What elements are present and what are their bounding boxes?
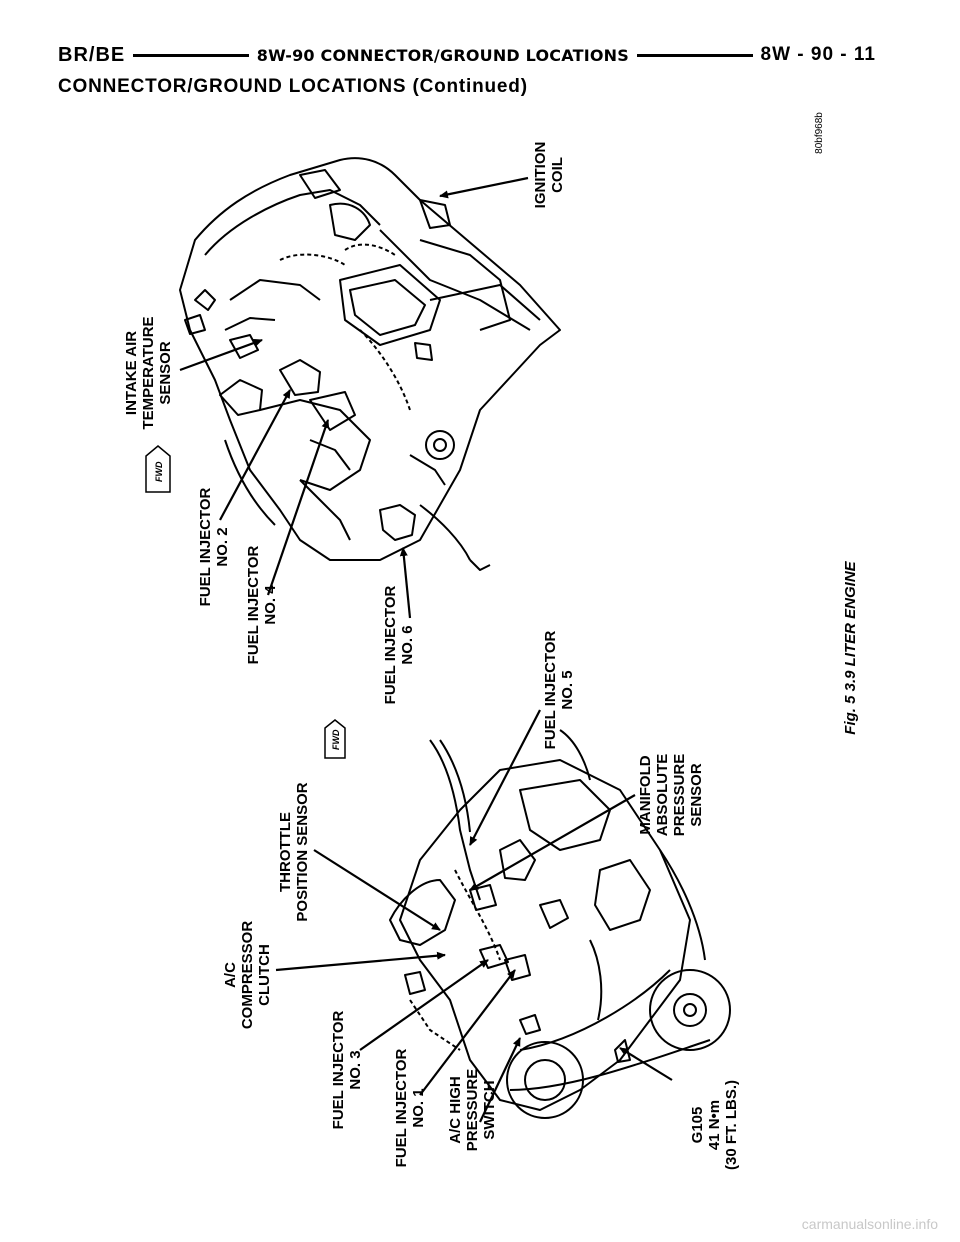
label-fuel-injector-3: FUEL INJECTOR NO. 3 (330, 1011, 364, 1130)
svg-text:THROTTLE: THROTTLE (277, 812, 294, 892)
svg-text:FWD: FWD (154, 461, 164, 482)
svg-text:COIL: COIL (549, 157, 566, 193)
section-title: 8W-90 CONNECTOR/GROUND LOCATIONS (256, 45, 629, 65)
svg-text:FUEL INJECTOR: FUEL INJECTOR (330, 1011, 347, 1130)
svg-text:NO. 4: NO. 4 (262, 585, 279, 625)
label-g105-ground: G105 41 N•m (30 FT. LBS.) (689, 1080, 740, 1170)
svg-text:PRESSURE: PRESSURE (464, 1069, 481, 1152)
svg-text:NO. 6: NO. 6 (399, 625, 416, 664)
page-header: BR/BE 8W-90 CONNECTOR/GROUND LOCATIONS 8… (58, 40, 876, 70)
page-subtitle: CONNECTOR/GROUND LOCATIONS (Continued) (58, 76, 528, 97)
label-fuel-injector-6: FUEL INJECTOR NO. 6 (382, 586, 416, 705)
svg-text:G105: G105 (689, 1107, 706, 1144)
svg-text:SENSOR: SENSOR (688, 763, 705, 827)
label-throttle-position-sensor: THROTTLE POSITION SENSOR (277, 782, 311, 921)
svg-text:MANIFOLD: MANIFOLD (637, 755, 654, 834)
svg-text:ABSOLUTE: ABSOLUTE (654, 754, 671, 837)
page-number: 8W - 90 - 11 (760, 44, 876, 65)
label-fuel-injector-4: FUEL INJECTOR NO. 4 (245, 546, 279, 665)
svg-text:CLUTCH: CLUTCH (256, 944, 273, 1006)
svg-text:TEMPERATURE: TEMPERATURE (140, 316, 157, 429)
svg-text:PRESSURE: PRESSURE (671, 754, 688, 837)
label-ac-compressor-clutch: A/C COMPRESSOR CLUTCH (222, 921, 273, 1030)
header-rule-right (636, 53, 753, 57)
svg-text:FUEL INJECTOR: FUEL INJECTOR (382, 586, 399, 705)
svg-text:POSITION SENSOR: POSITION SENSOR (294, 782, 311, 921)
header-rule-left (133, 53, 249, 57)
label-map-sensor: MANIFOLD ABSOLUTE PRESSURE SENSOR (637, 754, 705, 837)
svg-text:41 N•m: 41 N•m (706, 1100, 723, 1150)
svg-text:NO. 5: NO. 5 (559, 670, 576, 709)
figure-code: 80bf968b (814, 112, 825, 154)
svg-text:FUEL INJECTOR: FUEL INJECTOR (197, 488, 214, 607)
svg-text:NO. 2: NO. 2 (214, 527, 231, 566)
upper-engine-drawing (179, 157, 561, 571)
watermark: carmanualsonline.info (801, 1216, 938, 1232)
label-fuel-injector-5: FUEL INJECTOR NO. 5 (542, 631, 576, 750)
fwd-badge-lower: FWD (324, 719, 346, 759)
fwd-badge-upper: FWD (145, 445, 171, 493)
svg-text:A/C HIGH: A/C HIGH (447, 1076, 464, 1144)
label-ignition-coil: IGNITION COIL (532, 142, 566, 209)
svg-text:IGNITION: IGNITION (532, 142, 549, 209)
model-code: BR/BE (58, 43, 126, 66)
lower-engine-drawing (389, 729, 731, 1119)
svg-text:NO. 3: NO. 3 (347, 1050, 364, 1089)
svg-text:FUEL INJECTOR: FUEL INJECTOR (542, 631, 559, 750)
svg-text:A/C: A/C (222, 962, 239, 988)
svg-text:FUEL INJECTOR: FUEL INJECTOR (245, 546, 262, 665)
svg-text:SWITCH: SWITCH (481, 1080, 498, 1139)
label-fuel-injector-2: FUEL INJECTOR NO. 2 (197, 488, 231, 607)
leader-lines (179, 176, 673, 1123)
figure-caption: Fig. 5 3.9 LITER ENGINE (842, 560, 859, 734)
svg-text:SENSOR: SENSOR (157, 341, 174, 405)
svg-text:NO. 1: NO. 1 (410, 1088, 427, 1127)
label-ac-high-pressure-switch: A/C HIGH PRESSURE SWITCH (447, 1069, 498, 1152)
svg-text:COMPRESSOR: COMPRESSOR (239, 921, 256, 1030)
svg-text:INTAKE AIR: INTAKE AIR (123, 331, 140, 415)
svg-text:(30 FT. LBS.): (30 FT. LBS.) (723, 1080, 740, 1170)
svg-text:FWD: FWD (331, 729, 341, 750)
label-fuel-injector-1: FUEL INJECTOR NO. 1 (393, 1049, 427, 1168)
svg-text:FUEL INJECTOR: FUEL INJECTOR (393, 1049, 410, 1168)
label-intake-air-temp-sensor: INTAKE AIR TEMPERATURE SENSOR (123, 316, 174, 429)
